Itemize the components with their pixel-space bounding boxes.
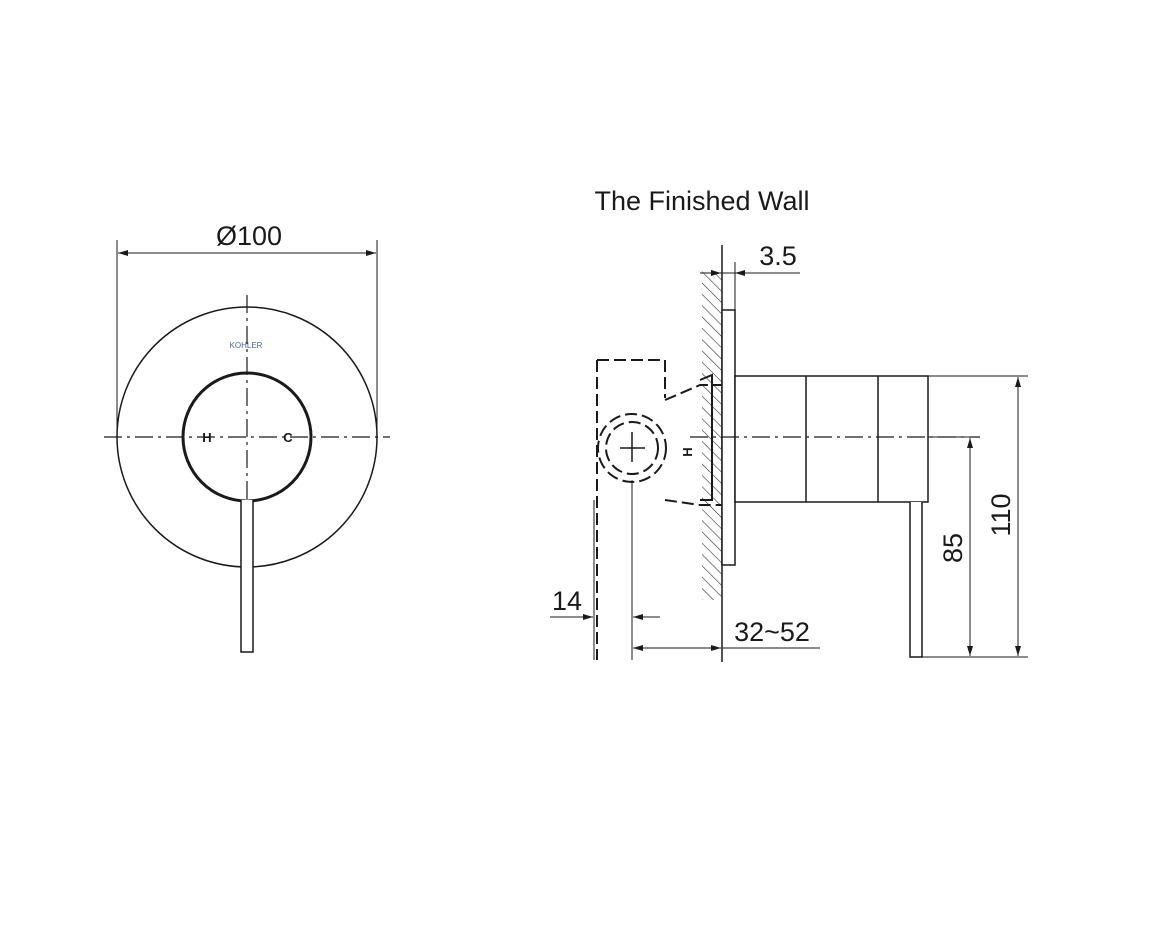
diameter-label: Ø100 [216,221,282,251]
finished-wall-title: The Finished Wall [594,186,809,216]
valve-offset-label: 14 [552,586,582,616]
kohler-logo: KOHLER [230,341,263,350]
centre-height-label: 85 [938,533,968,563]
valve-hot-mark: H [680,447,695,456]
side-view [550,245,1028,662]
lever-handle [240,500,254,653]
plate-thickness-label: 3.5 [759,241,797,271]
side-lever [909,502,923,658]
front-view [104,240,390,653]
cold-mark: C [283,430,293,445]
handle-body [734,375,929,503]
height-label: 110 [986,493,1016,536]
wall-depth-label: 32~52 [734,617,810,647]
hot-mark: H [202,430,211,445]
